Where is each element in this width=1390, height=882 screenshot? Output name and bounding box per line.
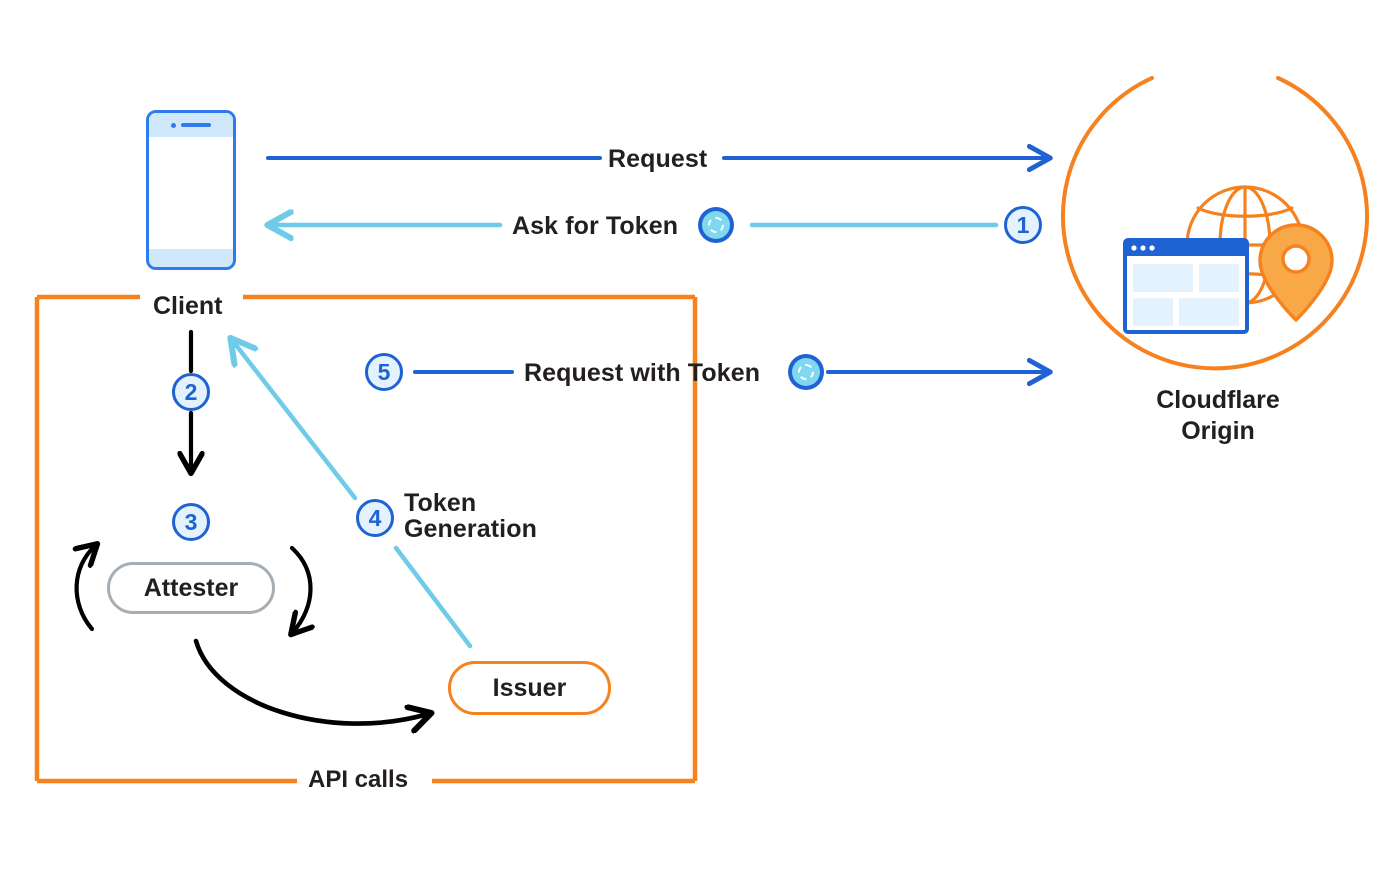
origin-circle bbox=[1061, 76, 1369, 371]
token-chip-core bbox=[798, 364, 814, 380]
browser-window-icon bbox=[1123, 238, 1249, 334]
origin-label-line2: Origin bbox=[1181, 417, 1255, 445]
step-badge-5: 5 bbox=[365, 353, 403, 391]
issuer-node: Issuer bbox=[448, 661, 611, 715]
step-badge-1: 1 bbox=[1004, 206, 1042, 244]
token-generation-label-line2: Generation bbox=[404, 515, 537, 543]
origin-label-line1: Cloudflare bbox=[1156, 386, 1280, 414]
client-phone-icon bbox=[146, 110, 236, 270]
phone-camera-dot bbox=[171, 122, 176, 128]
request-with-token-label: Request with Token bbox=[524, 359, 761, 387]
token-chip-icon-request bbox=[788, 354, 824, 390]
phone-home-bar bbox=[149, 249, 233, 267]
map-pin-icon bbox=[1258, 223, 1334, 322]
step-badge-4: 4 bbox=[356, 499, 394, 537]
token-chip-core bbox=[708, 217, 724, 233]
token-generation-label-line1: Token bbox=[404, 489, 477, 517]
phone-speaker-slot bbox=[181, 123, 211, 127]
api-calls-label: API calls bbox=[308, 766, 409, 793]
step-badge-3: 3 bbox=[172, 503, 210, 541]
step-badge-2: 2 bbox=[172, 373, 210, 411]
client-label: Client bbox=[153, 292, 223, 320]
token-chip-icon-ask bbox=[698, 207, 734, 243]
attester-node: Attester bbox=[107, 562, 275, 614]
flow-token-generation-arrow bbox=[232, 340, 473, 649]
request-label: Request bbox=[608, 145, 708, 173]
flow-attestation-loop bbox=[77, 546, 428, 724]
phone-speaker-bar bbox=[149, 113, 233, 137]
api-calls-group-box bbox=[34, 294, 698, 784]
ask-for-token-label: Ask for Token bbox=[512, 212, 679, 240]
